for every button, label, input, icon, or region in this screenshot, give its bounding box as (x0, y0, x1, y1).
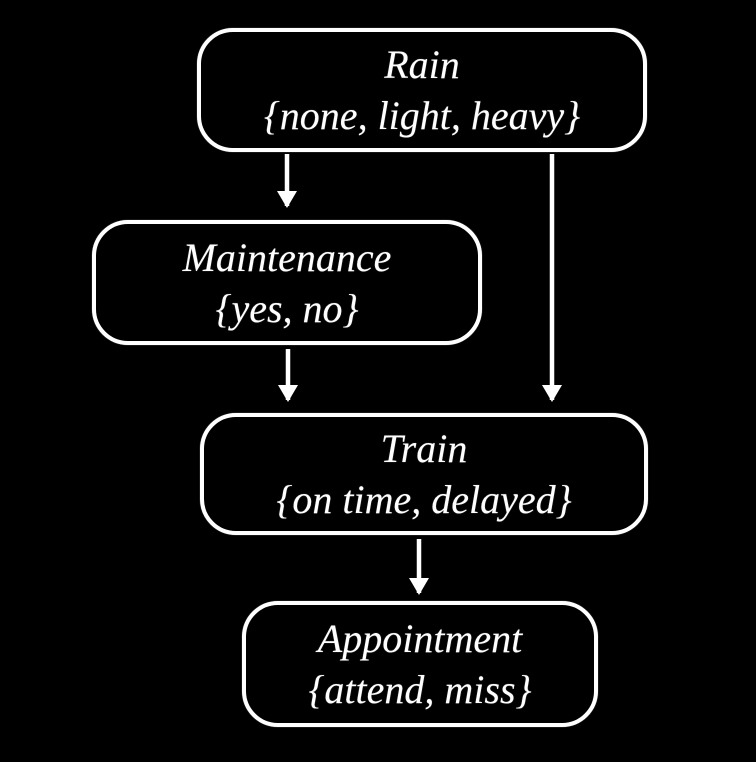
node-appointment: Appointment {attend, miss} (242, 601, 598, 727)
node-maintenance-label: Maintenance (182, 234, 392, 280)
node-rain-values: {none, light, heavy} (263, 93, 581, 138)
node-appointment-values: {attend, miss} (308, 667, 532, 712)
node-rain: Rain {none, light, heavy} (197, 28, 647, 152)
node-maintenance-values: {yes, no} (215, 285, 359, 331)
node-rain-label: Rain (384, 42, 460, 87)
node-train-label: Train (380, 426, 468, 471)
node-appointment-label: Appointment (317, 616, 523, 661)
node-train-values: {on time, delayed} (276, 477, 572, 522)
node-train: Train {on time, delayed} (200, 413, 648, 535)
node-maintenance: Maintenance {yes, no} (92, 220, 482, 345)
